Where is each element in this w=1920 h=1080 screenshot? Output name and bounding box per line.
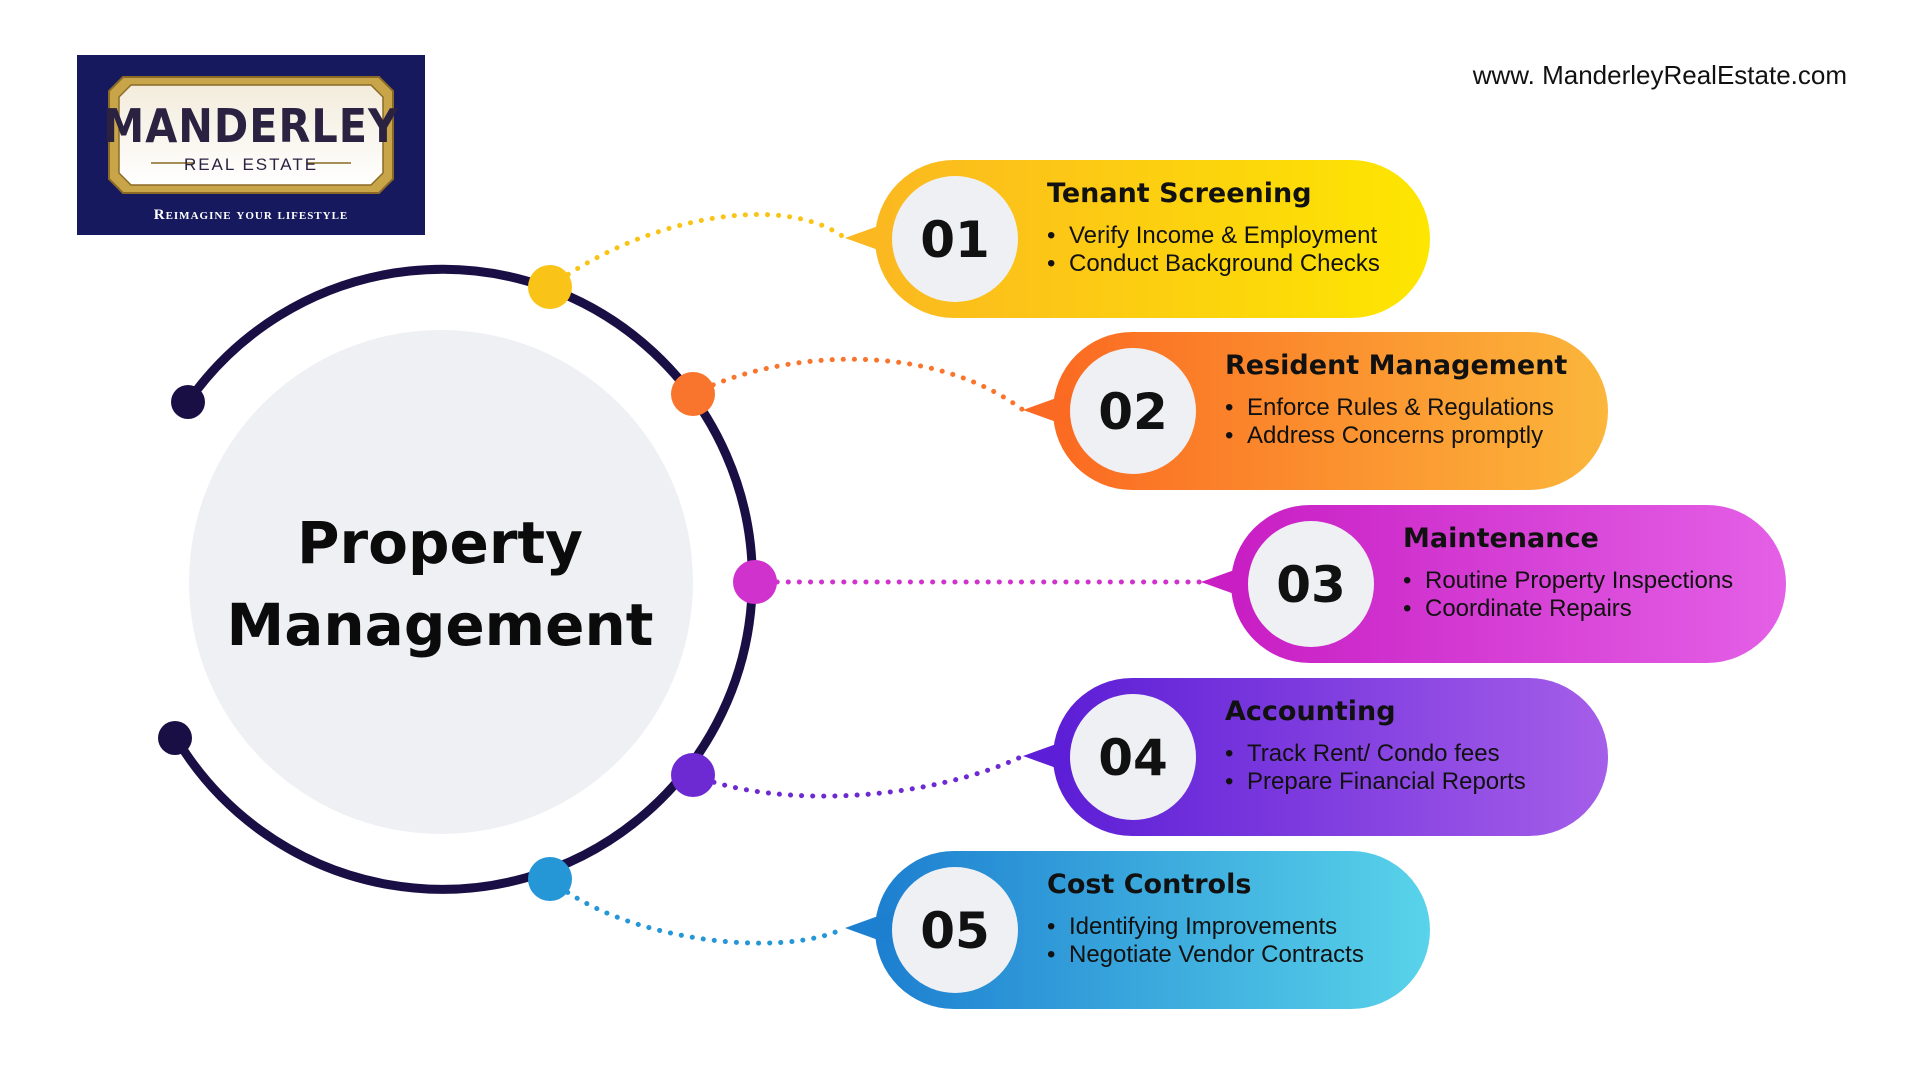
connector-05 (547, 876, 848, 946)
connector-01 (547, 212, 848, 290)
logo-plaque: MANDERLEY REAL ESTATE (103, 71, 399, 199)
step-bullets-04: Track Rent/ Condo feesPrepare Financial … (1225, 740, 1526, 796)
step-bullet-item: Identifying Improvements (1047, 913, 1364, 941)
step-title-03: Maintenance (1403, 523, 1599, 554)
connector-04 (690, 753, 1026, 799)
step-bullet-item: Track Rent/ Condo fees (1225, 740, 1526, 768)
step-bullets-03: Routine Property InspectionsCoordinate R… (1403, 567, 1733, 623)
step-number-badge-04 (1070, 694, 1196, 820)
step-bullet-item: Negotiate Vendor Contracts (1047, 941, 1364, 969)
center-title-line-1: Property (297, 509, 583, 577)
connector-group (547, 212, 1204, 946)
step-number-03: 03 (1276, 556, 1346, 614)
step-bullets-02: Enforce Rules & RegulationsAddress Conce… (1225, 394, 1554, 450)
step-pointer-03 (1201, 564, 1251, 600)
step-title-05: Cost Controls (1047, 869, 1252, 900)
ring-node-04 (671, 753, 715, 797)
step-pointer-05 (845, 910, 895, 946)
step-number-badge-05 (892, 867, 1018, 993)
logo-brand-subtitle: REAL ESTATE (183, 155, 319, 174)
step-pointer-01 (845, 220, 895, 256)
step-bullet-item: Address Concerns promptly (1225, 422, 1554, 450)
step-bullets-01: Verify Income & EmploymentConduct Backgr… (1047, 222, 1380, 278)
step-bullets-05: Identifying ImprovementsNegotiate Vendor… (1047, 913, 1364, 969)
step-bullet-item: Routine Property Inspections (1403, 567, 1733, 595)
step-title-04: Accounting (1225, 696, 1396, 727)
website-url[interactable]: www. ManderleyRealEstate.com (1472, 60, 1847, 90)
step-number-badge-02 (1070, 348, 1196, 474)
step-bullet-item: Verify Income & Employment (1047, 222, 1380, 250)
step-title-02: Resident Management (1225, 350, 1568, 381)
step-bullet-item: Conduct Background Checks (1047, 250, 1380, 278)
ring-end-cap-bottom (158, 721, 192, 755)
ring-node-group (528, 265, 777, 901)
step-bullet-item: Coordinate Repairs (1403, 595, 1733, 623)
logo-tagline: Reimagine your lifestyle (153, 207, 349, 223)
ring-node-02 (671, 372, 715, 416)
center-disc (189, 330, 693, 834)
step-number-01: 01 (920, 211, 990, 269)
step-title-01: Tenant Screening (1047, 178, 1312, 209)
step-number-badge-03 (1248, 521, 1374, 647)
step-number-04: 04 (1098, 729, 1168, 787)
connector-02 (690, 356, 1026, 413)
center-title-line-2: Management (226, 591, 654, 659)
logo-brand-name: MANDERLEY (103, 99, 399, 153)
ring-node-01 (528, 265, 572, 309)
step-pointer-02 (1023, 392, 1073, 428)
step-bullet-item: Prepare Financial Reports (1225, 768, 1526, 796)
ring-node-05 (528, 857, 572, 901)
center-title: Property Management (190, 502, 690, 666)
step-number-badge-01 (892, 176, 1018, 302)
step-number-02: 02 (1098, 383, 1168, 441)
ring-node-03 (733, 560, 777, 604)
brand-logo: MANDERLEY REAL ESTATE Reimagine your lif… (77, 55, 425, 235)
step-pointer-04 (1023, 738, 1073, 774)
step-bullet-item: Enforce Rules & Regulations (1225, 394, 1554, 422)
step-number-05: 05 (920, 902, 990, 960)
ring-end-cap-top (171, 385, 205, 419)
